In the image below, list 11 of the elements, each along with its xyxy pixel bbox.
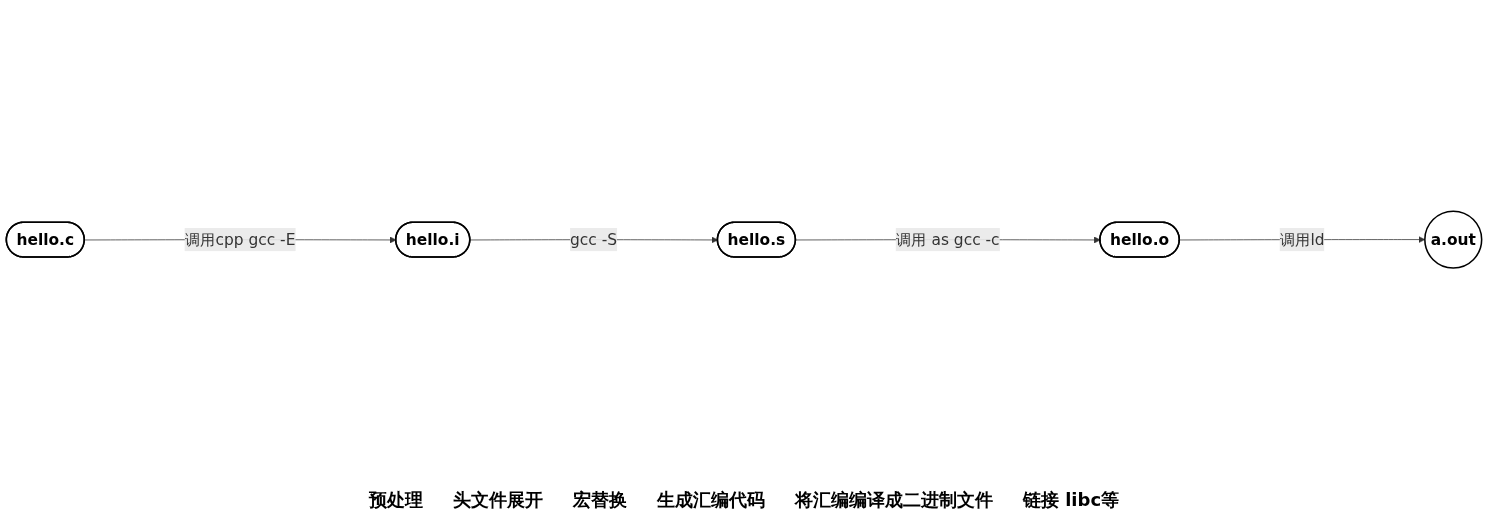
node-circle: a.out [1424, 210, 1483, 270]
note-text: 生成汇编代码 [656, 488, 765, 512]
note-text: 将汇编编译成二进制文件 [794, 488, 993, 512]
note-text: 链接 libc等 [1022, 488, 1120, 512]
edge-label: 调用cpp gcc -E [184, 230, 296, 250]
note-text: 预处理 [368, 488, 423, 512]
edge-label: 调用 as gcc -c [895, 230, 1000, 250]
edge-label: 调用ld [1279, 230, 1325, 250]
note-text: 宏替换 [572, 488, 627, 512]
note-text: 头文件展开 [452, 488, 543, 512]
edge-label: gcc -S [570, 230, 618, 250]
